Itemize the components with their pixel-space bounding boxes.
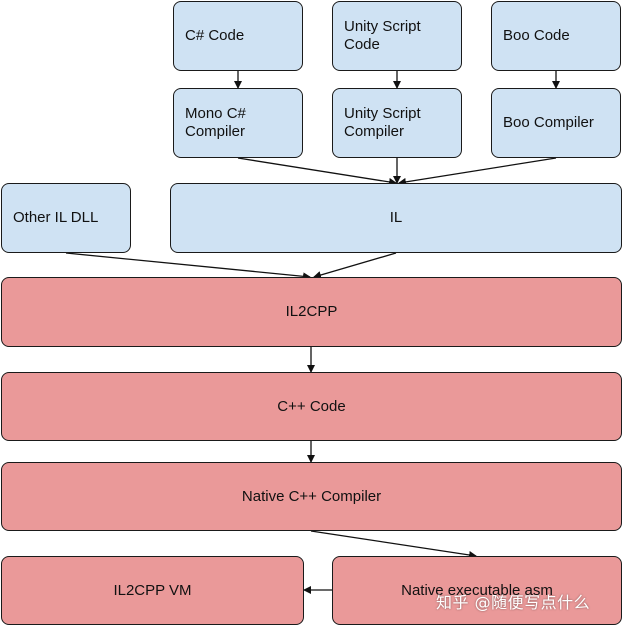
mono-csharp-compiler-label: Mono C# Compiler [185, 105, 246, 140]
boo-code-box: Boo Code [491, 1, 621, 71]
boo-compiler-label: Boo Compiler [503, 114, 594, 131]
other-il-dll-box: Other IL DLL [1, 183, 131, 253]
native-cpp-compiler-box: Native C++ Compiler [1, 462, 622, 531]
cpp-code-box: C++ Code [1, 372, 622, 441]
il2cpp-label: IL2CPP [285, 303, 338, 320]
arrow-compiler-to-native-asm [310, 530, 477, 559]
other-il-dll-label: Other IL DLL [13, 209, 99, 226]
il-label: IL [389, 209, 403, 226]
csharp-code-box: C# Code [173, 1, 303, 71]
cpp-code-label: C++ Code [277, 397, 346, 415]
unity-script-compiler-box: Unity Script Compiler [332, 88, 462, 158]
mono-csharp-compiler-box: Mono C# Compiler [173, 88, 303, 158]
unity-script-code-label: Unity Script Code [344, 18, 421, 53]
native-executable-asm-label: Native executable asm [401, 581, 553, 599]
boo-code-label: Boo Code [503, 27, 570, 44]
csharp-code-label: C# Code [185, 27, 245, 44]
unity-script-compiler-label: Unity Script Compiler [344, 105, 421, 140]
il2cpp-box: IL2CPP [1, 277, 622, 347]
native-cpp-compiler-label: Native C++ Compiler [241, 487, 382, 505]
il-box: IL [170, 183, 622, 253]
arrow-il-to-il2cpp [313, 252, 397, 279]
unity-script-code-box: Unity Script Code [332, 1, 462, 71]
il2cpp-vm-box: IL2CPP VM [1, 556, 304, 625]
arrow-otherdll-to-il2cpp [65, 252, 311, 281]
native-executable-asm-box: Native executable asm [332, 556, 622, 625]
arrow-mono-to-il [237, 157, 397, 186]
boo-compiler-box: Boo Compiler [491, 88, 621, 158]
watermark-text: 知乎 @随便写点什么 [436, 593, 591, 612]
il2cpp-vm-label: IL2CPP VM [113, 581, 192, 599]
arrow-boo-compiler-to-il [398, 157, 557, 186]
